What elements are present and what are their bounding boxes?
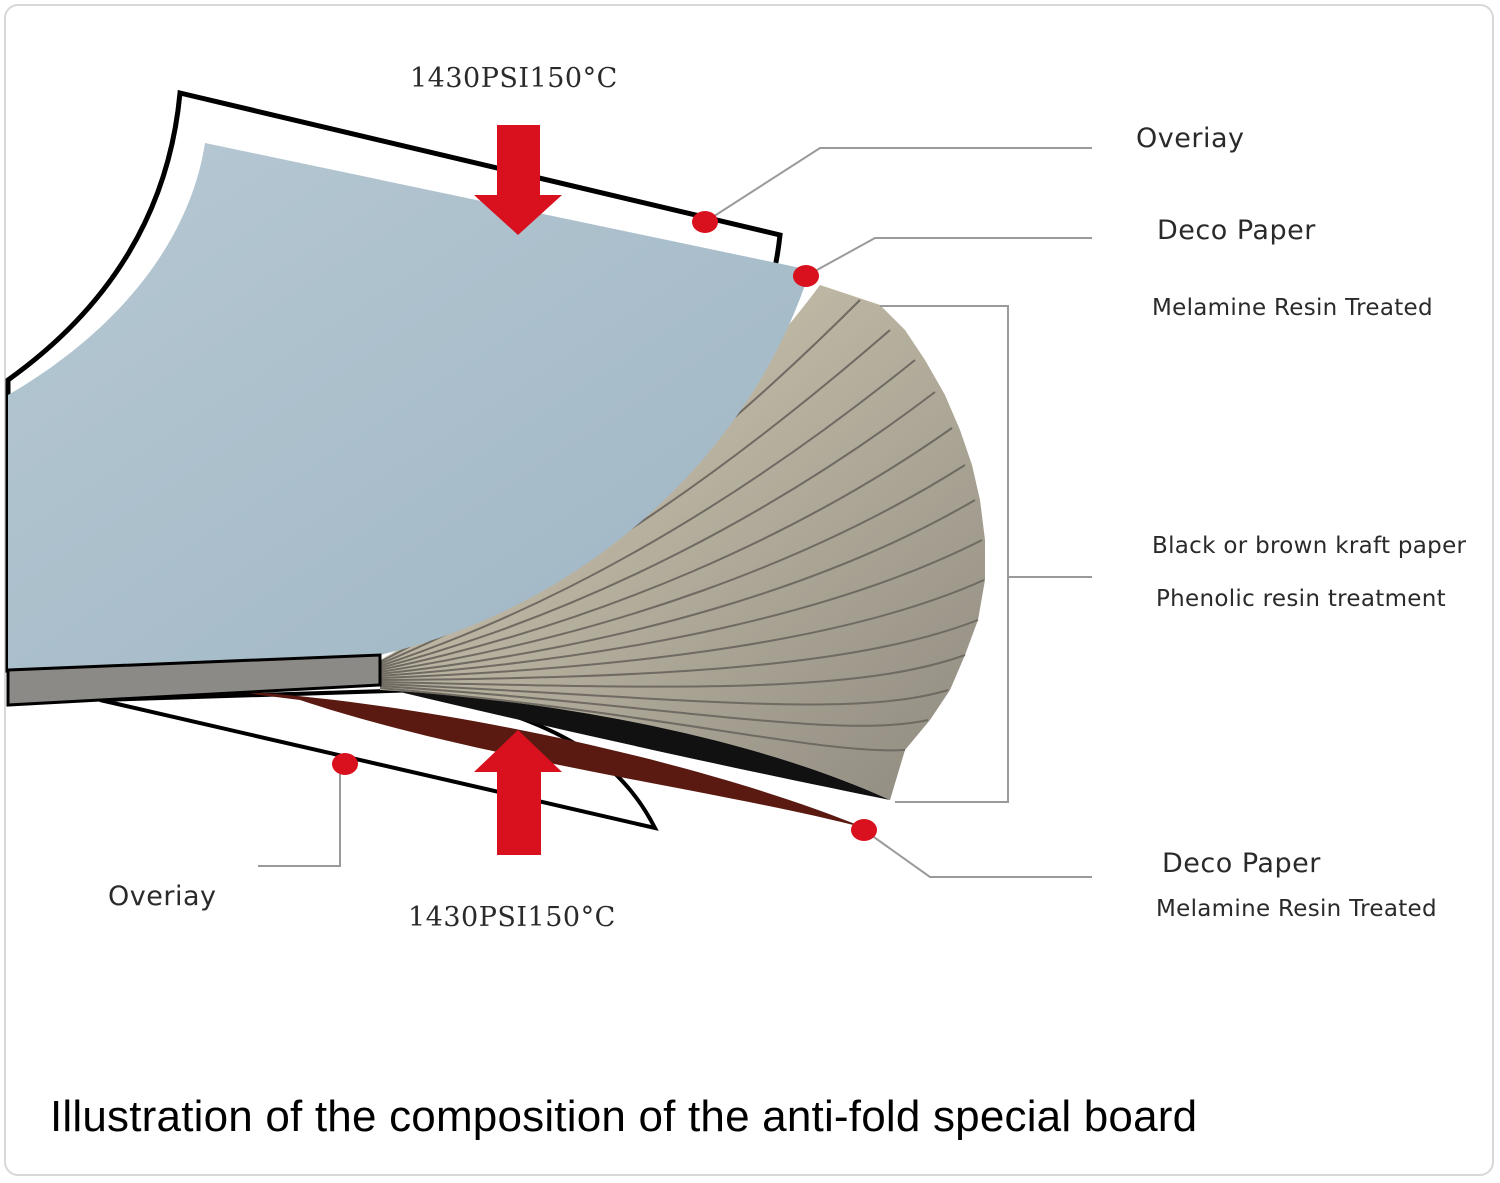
- pressure-label-bottom: 1430PSI150°C: [408, 902, 616, 933]
- pressure-arrow-up: [474, 730, 562, 855]
- kraft-paper-stack: [379, 285, 985, 800]
- pressure-label-top: 1430PSI150°C: [410, 63, 618, 94]
- deco-top-title: Deco Paper: [1157, 215, 1316, 246]
- leader-lines: [258, 147, 1092, 878]
- deco-top-subtitle: Melamine Resin Treated: [1152, 295, 1433, 321]
- deco-bottom-subtitle: Melamine Resin Treated: [1156, 896, 1437, 922]
- diagram-caption: Illustration of the composition of the a…: [50, 1092, 1198, 1141]
- top-deco-sheet: [8, 143, 810, 672]
- callout-markers: [332, 211, 877, 841]
- overlay-bottom-label: Overiay: [108, 881, 217, 912]
- deco-bottom-title: Deco Paper: [1162, 848, 1321, 879]
- overlay-top-label: Overiay: [1136, 123, 1245, 154]
- bottom-black-sheet: [380, 684, 890, 800]
- pressure-arrow-down: [474, 125, 562, 235]
- kraft-subtitle: Phenolic resin treatment: [1156, 586, 1446, 612]
- board-edge: [6, 653, 382, 707]
- kraft-title: Black or brown kraft paper: [1152, 533, 1467, 559]
